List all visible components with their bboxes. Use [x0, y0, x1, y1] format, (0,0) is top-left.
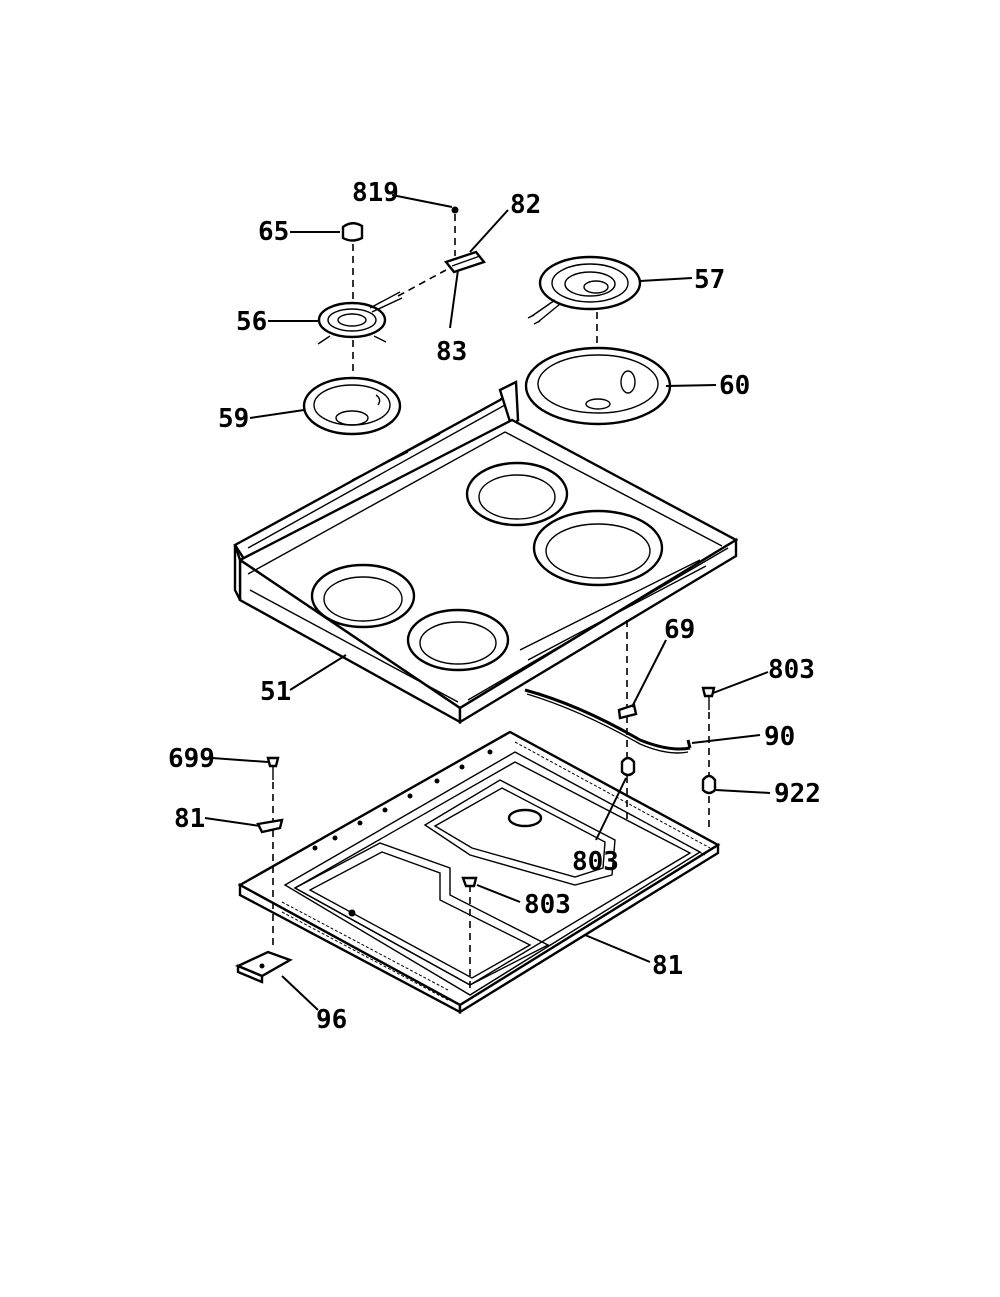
right-fasteners [701, 686, 717, 832]
label-81-right: 81 [652, 951, 683, 981]
label-83: 83 [436, 337, 467, 367]
label-922: 922 [774, 779, 821, 809]
small-drip-bowl [302, 376, 402, 436]
large-surface-element [527, 255, 642, 325]
main-cooktop [233, 380, 739, 725]
label-803-center: 803 [572, 847, 619, 877]
label-65: 65 [258, 217, 289, 247]
wire-harness [524, 688, 692, 751]
label-699: 699 [168, 744, 215, 774]
label-56: 56 [236, 307, 267, 337]
label-803-top: 803 [768, 655, 815, 685]
small-surface-element [317, 291, 403, 345]
large-drip-bowl [524, 346, 672, 426]
label-90: 90 [764, 722, 795, 752]
label-59: 59 [218, 404, 249, 434]
label-819: 819 [352, 178, 399, 208]
center-fasteners [461, 620, 638, 990]
label-69: 69 [664, 615, 695, 645]
part-labels: 819 82 65 57 56 83 60 59 69 51 803 699 9… [168, 178, 821, 1035]
small-burner-group [302, 222, 403, 436]
terminal-block [397, 206, 487, 297]
label-60: 60 [719, 371, 750, 401]
burner-cap-part [341, 222, 364, 242]
label-82: 82 [510, 190, 541, 220]
label-803-bottom: 803 [524, 890, 571, 920]
leader-lines [204, 194, 771, 1011]
label-81-left: 81 [174, 804, 205, 834]
large-burner-group [524, 255, 672, 426]
bottom-pan [237, 730, 721, 1015]
label-57: 57 [694, 265, 725, 295]
label-51: 51 [260, 677, 291, 707]
left-fasteners [256, 756, 284, 950]
brace-part [235, 950, 293, 984]
label-96: 96 [316, 1005, 347, 1035]
